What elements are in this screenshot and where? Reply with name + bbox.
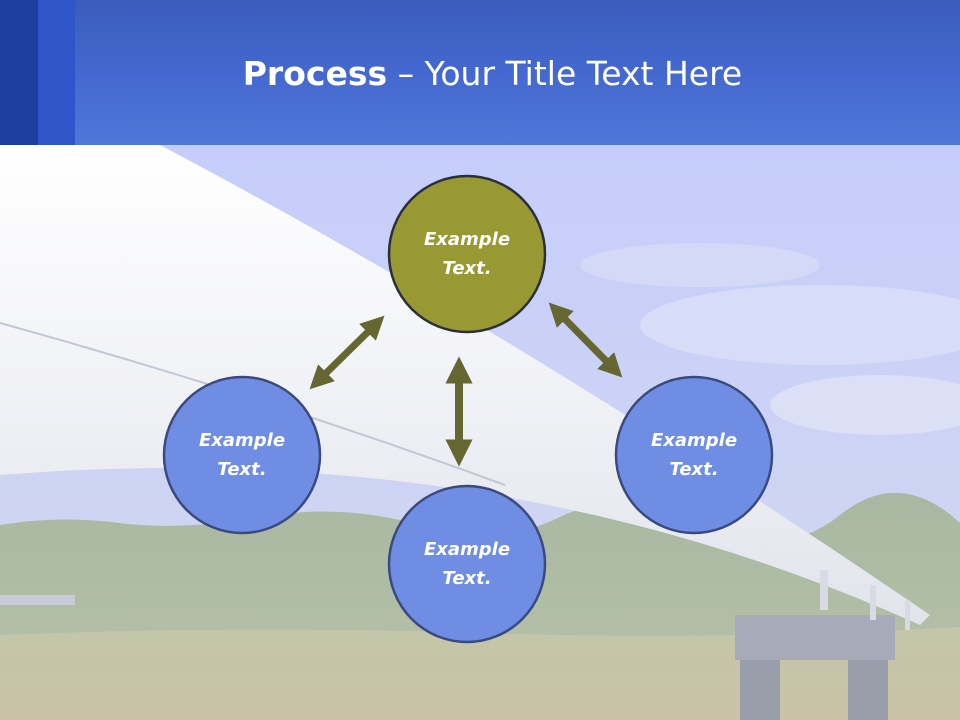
node-label-bottom: Example Text. — [392, 535, 542, 593]
header-accent-stripe — [38, 0, 75, 145]
title-bar — [0, 0, 960, 145]
node-label-line2: Text. — [669, 459, 719, 480]
title-bold-text: Process — [242, 54, 388, 93]
title-dash: – — [387, 54, 425, 93]
node-label-line2: Text. — [442, 258, 492, 279]
node-label-line1: Example — [198, 430, 286, 451]
arrow-top-right — [548, 302, 623, 378]
node-label-line1: Example — [423, 539, 511, 560]
slide-title[interactable]: Process – Your Title Text Here — [0, 52, 960, 96]
node-circle-right[interactable] — [614, 375, 774, 535]
title-text: Your Title Text Here — [424, 54, 743, 93]
arrow-top-left — [309, 315, 385, 390]
node-label-line1: Example — [423, 229, 511, 250]
node-circle-bottom[interactable] — [387, 484, 547, 644]
node-circle-top[interactable] — [387, 174, 547, 334]
node-label-line1: Example — [650, 430, 738, 451]
node-label-line2: Text. — [217, 459, 267, 480]
node-label-left: Example Text. — [167, 426, 317, 484]
header-accent-stripe — [0, 0, 38, 145]
node-label-top: Example Text. — [392, 225, 542, 283]
node-label-right: Example Text. — [619, 426, 769, 484]
node-circle-left[interactable] — [162, 375, 322, 535]
node-label-line2: Text. — [442, 568, 492, 589]
